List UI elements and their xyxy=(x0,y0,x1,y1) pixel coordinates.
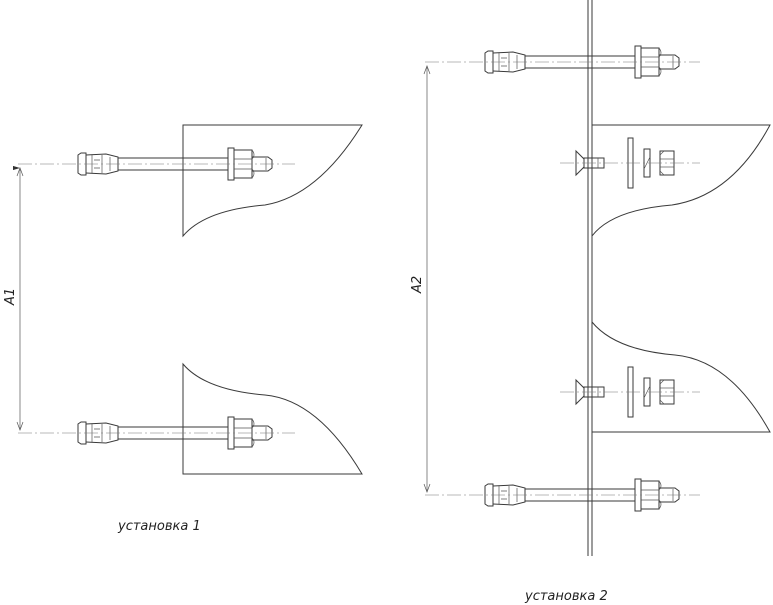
bracket-top xyxy=(591,124,771,238)
caption-installation-2: установка 2 xyxy=(524,589,608,604)
installation-2: A2 установка 2 xyxy=(410,0,771,604)
installation-1: A1 установка 1 xyxy=(3,124,363,534)
bracket-top xyxy=(182,124,363,238)
dimension-a2-label: A2 xyxy=(410,276,425,294)
dimension-a1-label: A1 xyxy=(3,288,18,306)
bracket-bottom xyxy=(182,362,363,475)
caption-installation-1: установка 1 xyxy=(117,519,201,534)
bracket-bottom xyxy=(591,320,771,433)
